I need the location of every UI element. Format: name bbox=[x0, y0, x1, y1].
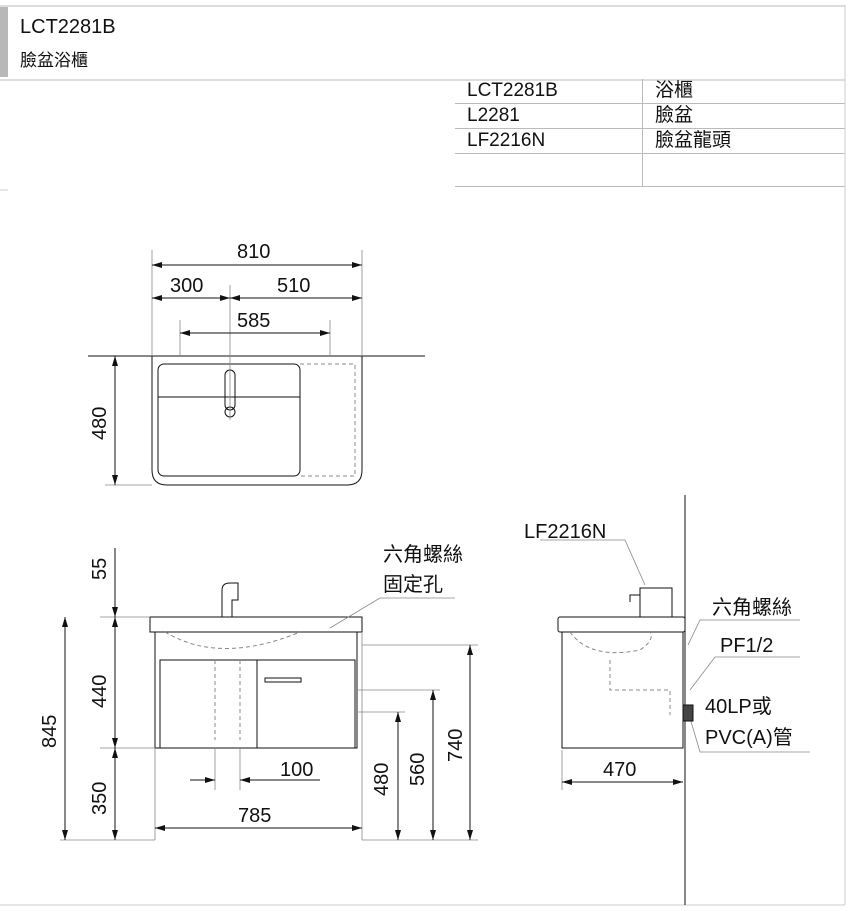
note-hex-screw: 六角螺絲 bbox=[383, 544, 463, 566]
front-view bbox=[60, 548, 478, 841]
dim-depth: 480 bbox=[89, 406, 111, 440]
dim-width: 810 bbox=[237, 241, 271, 263]
top-view bbox=[88, 250, 425, 486]
faucet-label: LF2216N bbox=[524, 521, 607, 543]
drain-label-1: 40LP或 bbox=[705, 696, 772, 718]
dim-470: 470 bbox=[603, 759, 637, 781]
side-view bbox=[540, 495, 810, 905]
title-strip bbox=[0, 7, 8, 77]
pf-label: PF1/2 bbox=[720, 635, 774, 657]
dim-785: 785 bbox=[238, 805, 272, 827]
part-code: LF2216N bbox=[455, 128, 643, 154]
part-code: L2281 bbox=[455, 103, 643, 129]
part-desc: 臉盆龍頭 bbox=[642, 128, 845, 154]
dim-480: 480 bbox=[371, 762, 393, 796]
dim-560: 560 bbox=[407, 752, 429, 786]
dim-100: 100 bbox=[280, 759, 314, 781]
part-desc: 浴櫃 bbox=[642, 79, 845, 104]
part-code: LCT2281B bbox=[455, 79, 643, 104]
side-hex-screw: 六角螺絲 bbox=[712, 597, 792, 619]
part-desc bbox=[642, 153, 845, 187]
table-row bbox=[455, 153, 845, 187]
title-block bbox=[0, 5, 845, 81]
dim-right: 510 bbox=[277, 275, 311, 297]
dim-55: 55 bbox=[89, 557, 111, 580]
dim-hole-span: 585 bbox=[237, 310, 271, 332]
model-title: LCT2281B bbox=[20, 16, 116, 38]
dim-350: 350 bbox=[89, 781, 111, 815]
dim-440: 440 bbox=[89, 674, 111, 708]
part-desc: 臉盆 bbox=[642, 103, 845, 129]
part-code bbox=[455, 153, 643, 187]
dim-845: 845 bbox=[39, 714, 61, 748]
dim-740: 740 bbox=[445, 728, 467, 762]
dim-left: 300 bbox=[170, 275, 204, 297]
product-name: 臉盆浴櫃 bbox=[20, 51, 88, 70]
drain-label-2: PVC(A)管 bbox=[705, 727, 793, 749]
note-fixing-hole: 固定孔 bbox=[383, 574, 443, 596]
